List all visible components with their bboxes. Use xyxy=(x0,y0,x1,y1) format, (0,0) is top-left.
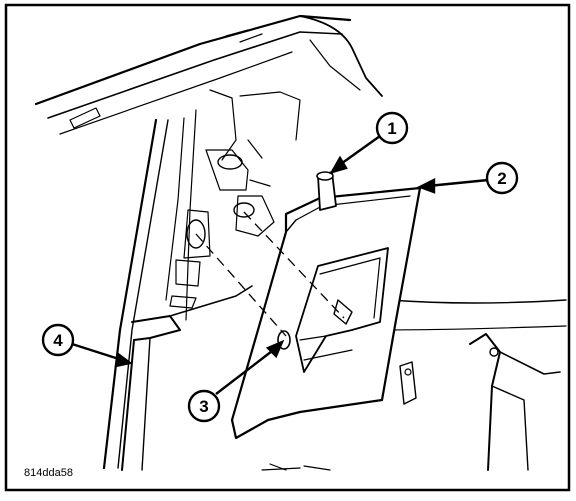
arrowhead-1 xyxy=(329,155,348,174)
pillar-inner-edge xyxy=(117,119,169,469)
callout-3-circle xyxy=(187,389,221,423)
image-code-label: 814dda58 xyxy=(24,467,73,479)
leader-1 xyxy=(337,135,381,167)
trim-panel-recess-lines xyxy=(299,335,353,361)
lower-trim-edge xyxy=(169,285,253,317)
arrowhead-4 xyxy=(114,351,133,368)
roof-rail-outer xyxy=(34,14,352,106)
callout-3-label: 3 xyxy=(199,397,208,416)
trim-panel-corner xyxy=(285,219,297,233)
mounting-hole-mid xyxy=(233,202,255,218)
lower-trim-front xyxy=(121,339,135,471)
lower-trim-top xyxy=(131,315,181,341)
floor-edge xyxy=(389,299,567,304)
vehicle-body-structure xyxy=(34,14,567,471)
leader-4 xyxy=(71,342,123,362)
leader-3 xyxy=(215,347,277,395)
pillar-panel-cutout-3 xyxy=(183,209,211,259)
mounting-hole-lower xyxy=(186,219,206,249)
callout-4: 4 xyxy=(41,323,75,357)
lower-trim-face xyxy=(141,337,151,471)
callout-4-circle xyxy=(41,323,75,357)
callout-2-label: 2 xyxy=(497,169,506,188)
arrowhead-2 xyxy=(416,178,436,194)
mounting-hole-upper xyxy=(217,154,243,170)
leader-2 xyxy=(427,178,489,188)
arrowhead-3 xyxy=(265,339,285,359)
pillar-panel-top-2 xyxy=(239,91,301,141)
callout-2: 2 xyxy=(485,161,519,195)
seat-frame-rail xyxy=(499,351,561,375)
seat-frame-brace xyxy=(491,385,529,471)
pillar-detail-lines xyxy=(247,139,271,187)
floor-line xyxy=(379,325,567,331)
pillar-flange xyxy=(165,117,185,301)
callout-4-label: 4 xyxy=(53,331,63,350)
callout-3: 3 xyxy=(187,389,221,423)
callout-1-circle xyxy=(375,111,409,145)
quarter-trim-panel xyxy=(230,186,422,440)
roof-rail-slot xyxy=(69,107,101,129)
alignment-lines xyxy=(195,211,345,337)
pillar-slot xyxy=(175,259,201,287)
seat-frame-bolt xyxy=(489,347,499,357)
alignment-line-2 xyxy=(243,211,345,319)
pillar-slot-2 xyxy=(169,295,197,309)
callout-leaders xyxy=(71,135,489,395)
alignment-line-1 xyxy=(195,233,287,337)
callout-1-label: 1 xyxy=(387,119,396,138)
roof-rail-lower xyxy=(59,51,293,135)
floor-marks xyxy=(261,463,331,471)
roof-rail-inner xyxy=(47,31,343,119)
roof-corner-inner xyxy=(309,39,361,91)
roof-corner xyxy=(299,15,383,97)
pillar-outer-edge xyxy=(102,118,158,470)
floor-bracket-hole xyxy=(404,368,412,376)
roof-rail-marks xyxy=(225,29,263,43)
callout-1: 1 xyxy=(375,111,409,145)
belt-anchor-top xyxy=(316,171,334,181)
pillar-panel-cutout xyxy=(205,149,249,191)
trim-panel-recess-inner xyxy=(319,257,381,319)
floor-bracket xyxy=(399,361,417,405)
pillar-panel-cutout-2 xyxy=(235,195,275,237)
callout-2-circle xyxy=(485,161,519,195)
belt-anchor-bolt xyxy=(316,171,337,211)
